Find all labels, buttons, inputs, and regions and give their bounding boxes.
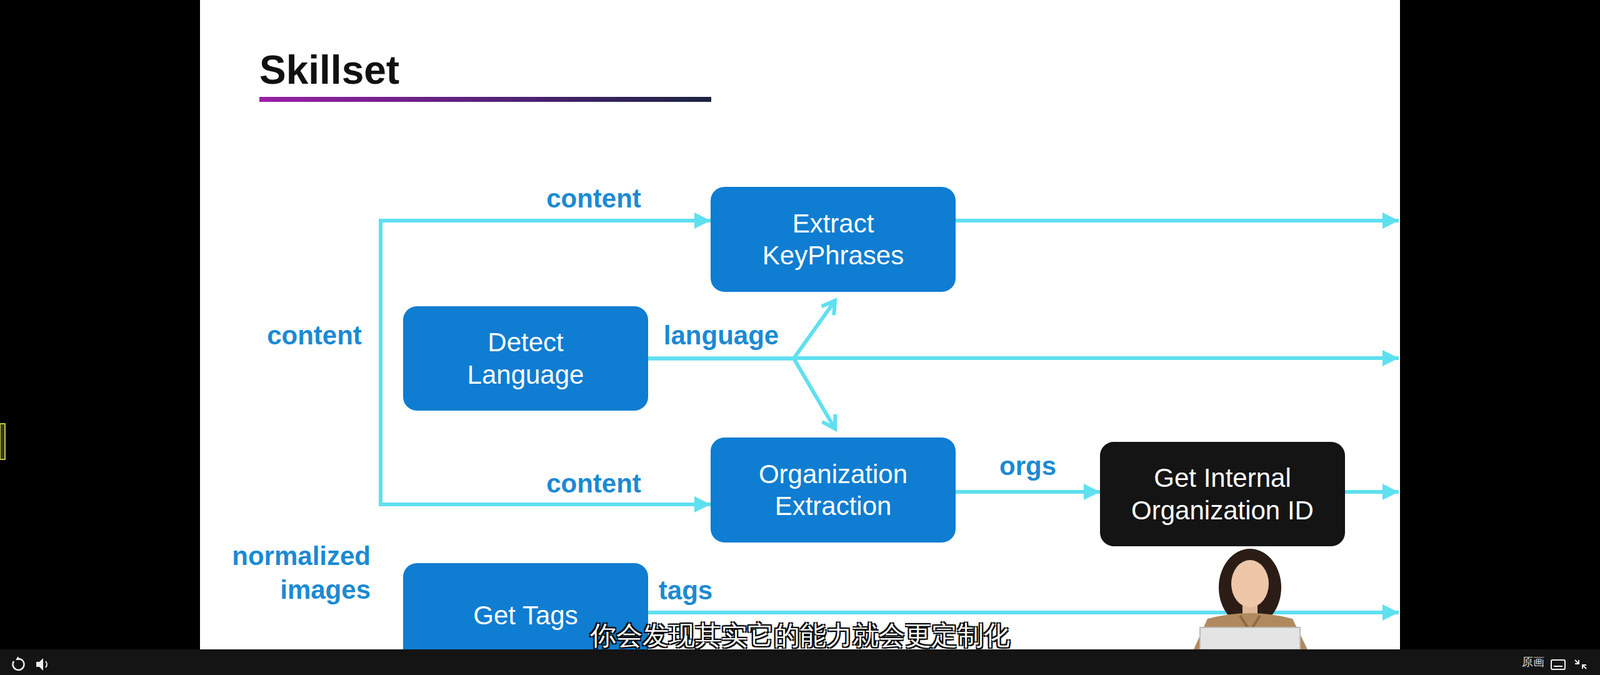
input-label: content <box>546 466 642 501</box>
volume-icon <box>45 661 47 668</box>
side-tab <box>0 423 5 460</box>
video-subtitle: 你会发现其实它的能力就会更定制化 <box>590 621 1010 650</box>
subtitle-icon <box>1553 665 1563 667</box>
quality-button: 原画 <box>1521 656 1545 669</box>
input-line <box>648 610 1399 615</box>
input-line <box>380 218 711 223</box>
output-line <box>955 218 1399 223</box>
connector-layer <box>200 0 1400 650</box>
slide: SkillsetExtract KeyPhrasesDetect Languag… <box>200 0 1400 650</box>
replay-icon <box>12 658 24 670</box>
presenter <box>1193 548 1308 650</box>
presenter-face <box>1231 560 1269 608</box>
box-label: Get Tags <box>473 599 578 632</box>
slide-title: Skillset <box>259 50 400 90</box>
edge-label: orgs <box>996 450 1059 482</box>
fullscreen-icon <box>1575 660 1587 669</box>
output-line <box>1345 490 1399 494</box>
custom-skill-box: Get Internal Organization ID <box>1100 441 1345 547</box>
input-label: normalized images <box>208 539 371 607</box>
laptop <box>1200 627 1300 650</box>
title-underline <box>259 96 712 102</box>
box-label: Organization Extraction <box>733 458 934 522</box>
skill-box: Extract KeyPhrases <box>710 186 956 292</box>
skill-box: Organization Extraction <box>710 437 956 543</box>
flow-arrow <box>648 300 835 359</box>
volume-icon <box>36 658 44 671</box>
input-line <box>380 502 711 507</box>
box-label: Extract KeyPhrases <box>733 207 934 272</box>
presenter-coat <box>1193 613 1308 650</box>
flow-arrow <box>955 490 1100 494</box>
output-line <box>793 356 1399 360</box>
replay-icon <box>15 656 20 660</box>
flow-lines <box>200 0 1400 650</box>
output-label: language <box>663 318 779 353</box>
skill-box: Get Tags <box>403 563 649 650</box>
box-label: Get Internal Organization ID <box>1110 461 1335 526</box>
input-label: content <box>266 318 362 353</box>
input-bracket <box>378 218 383 507</box>
output-label: tags <box>658 573 713 608</box>
input-label: content <box>546 181 642 216</box>
flow-arrow <box>648 358 835 430</box>
skill-box: Detect Language <box>403 306 649 411</box>
box-label: Detect Language <box>431 326 620 390</box>
control-bar <box>0 649 1600 675</box>
subtitle-icon <box>1551 660 1565 670</box>
